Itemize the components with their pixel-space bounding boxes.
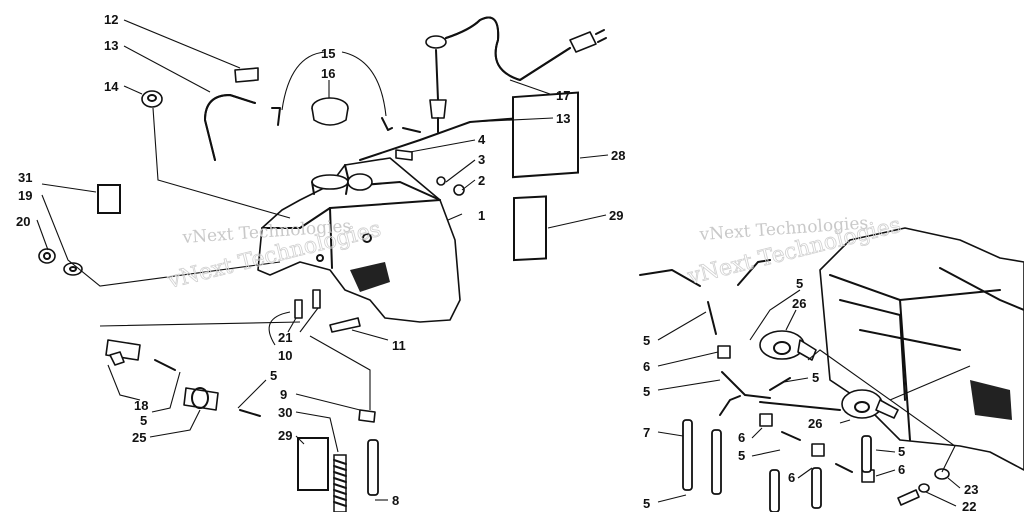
callout-4: 4: [478, 132, 486, 147]
callout-right-6-c: 6: [898, 462, 905, 477]
callout-12: 12: [104, 12, 118, 27]
callout-right-23: 23: [964, 482, 978, 497]
foam-pad: [97, 91, 579, 262]
callout-14: 14: [104, 79, 119, 94]
fuel-cap: [311, 97, 349, 126]
leader-lines-left: [36, 19, 609, 501]
callout-right-26-a: 26: [792, 296, 806, 311]
callout-19: 19: [18, 188, 32, 203]
nut: [141, 90, 163, 108]
callout-1: 1: [478, 208, 485, 223]
spring: [333, 454, 347, 512]
callout-13: 13: [104, 38, 118, 53]
fuel-tank-assembly: [36, 16, 609, 512]
callout-right-7: 7: [643, 425, 650, 440]
fuel-filter: [183, 387, 219, 411]
callout-right-5-e: 5: [738, 448, 745, 463]
fuel-sender: [425, 35, 447, 133]
engine-block: [819, 227, 1024, 471]
callout-15: 15: [321, 46, 335, 61]
callout-31: 31: [18, 170, 32, 185]
callout-2: 2: [478, 173, 485, 188]
hex-nut: [38, 248, 56, 264]
callout-right-5-d: 5: [643, 384, 650, 399]
callout-29-b: 29: [278, 428, 292, 443]
callout-right-6-d: 6: [788, 470, 795, 485]
callout-20: 20: [16, 214, 30, 229]
callout-18: 18: [134, 398, 148, 413]
washer: [63, 262, 83, 276]
callout-28: 28: [611, 148, 625, 163]
callout-29: 29: [609, 208, 623, 223]
callout-right-22: 22: [962, 499, 976, 512]
callout-9: 9: [280, 387, 287, 402]
fuel-pump-lower: [841, 389, 899, 419]
callout-11: 11: [392, 338, 406, 353]
callout-25: 25: [132, 430, 146, 445]
callout-right-5-g: 5: [643, 496, 650, 511]
callout-3: 3: [478, 152, 485, 167]
callout-5-b: 5: [270, 368, 277, 383]
callout-right-5-c: 5: [812, 370, 819, 385]
callout-right-6-b: 6: [738, 430, 745, 445]
callout-10: 10: [278, 348, 292, 363]
filler-neck: [311, 174, 349, 190]
tee-fitting: [105, 339, 141, 366]
callout-right-26-b: 26: [808, 416, 822, 431]
fuel-pump-upper: [759, 330, 817, 361]
callout-labels: 12 13 14 15 16 17 13 4 3 2 28 31 19 20 1…: [16, 12, 978, 512]
callout-17: 17: [556, 88, 570, 103]
fuel-pump-assembly: [639, 227, 1024, 512]
callout-8: 8: [392, 493, 399, 508]
leader-lines-right: [657, 289, 971, 507]
callout-right-5-f: 5: [898, 444, 905, 459]
callout-right-5-b: 5: [643, 333, 650, 348]
callout-right-5-a: 5: [796, 276, 803, 291]
fuel-tank: [257, 157, 461, 323]
callout-right-6-a: 6: [643, 359, 650, 374]
lower-foam-pad: [297, 437, 329, 491]
callout-30: 30: [278, 405, 292, 420]
callout-21: 21: [278, 330, 292, 345]
callout-5: 5: [140, 413, 147, 428]
callout-13-b: 13: [556, 111, 570, 126]
callout-16: 16: [321, 66, 335, 81]
